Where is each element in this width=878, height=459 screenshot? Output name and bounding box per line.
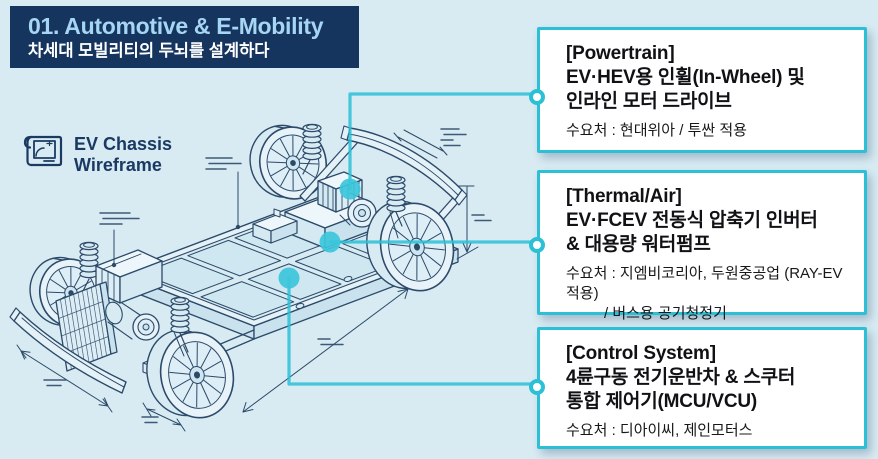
ev-chassis-wireframe-label: EV Chassis Wireframe bbox=[22, 133, 172, 176]
callout-demand: 수요처 : 지엠비코리아, 두원중공업 (RAY-EV 적용) bbox=[566, 265, 843, 302]
callout-demand: 수요처 : 디아이씨, 제인모터스 bbox=[566, 422, 753, 439]
chassis-linework bbox=[9, 92, 542, 432]
callout-title-line: EV·FCEV 전동식 압축기 인버터 bbox=[566, 210, 818, 231]
page-subtitle: 차세대 모빌리티의 두뇌를 설계하다 bbox=[28, 42, 270, 60]
callout-demand-line2: / 버스용 공기청정기 bbox=[604, 305, 727, 322]
ev-chassis-wireframe-text: EV Chassis Wireframe bbox=[74, 134, 172, 176]
callout-title-line: & 대용량 워터펌프 bbox=[566, 234, 711, 255]
callout-demand: 수요처 : 현대위아 / 투싼 적용 bbox=[566, 122, 747, 139]
callout-title-line: 인라인 모터 드라이브 bbox=[566, 91, 732, 112]
callout-control-system: [Control System] 4륜구동 전기운반차 & 스쿠터 통합 제어기… bbox=[529, 327, 867, 449]
callout-powertrain: [Powertrain] EV·HEV용 인휠(In-Wheel) 및 인라인 … bbox=[529, 27, 867, 153]
label-line-2: Wireframe bbox=[74, 154, 162, 175]
connector-ring-thermal-air bbox=[529, 237, 545, 253]
header-section: 01. Automotive & E-Mobility 차세대 모빌리티의 두뇌… bbox=[10, 6, 359, 68]
callout-title-line: 통합 제어기(MCU/VCU) bbox=[566, 391, 757, 412]
blueprint-icon bbox=[22, 133, 66, 176]
callout-category: [Powertrain] bbox=[566, 43, 675, 64]
callout-category: [Control System] bbox=[566, 343, 716, 364]
connector-dot-control-system bbox=[278, 267, 300, 289]
connector-dot-powertrain bbox=[339, 178, 361, 200]
page-title: 01. Automotive & E-Mobility bbox=[28, 13, 324, 39]
callout-thermal-air: [Thermal/Air] EV·FCEV 전동식 압축기 인버터 & 대용량 … bbox=[529, 170, 867, 322]
callout-category: [Thermal/Air] bbox=[566, 186, 682, 207]
connector-ring-powertrain bbox=[529, 89, 545, 105]
connector-dot-thermal-air bbox=[319, 231, 341, 253]
connector-lines bbox=[278, 92, 542, 386]
callout-title-line: EV·HEV용 인휠(In-Wheel) 및 bbox=[566, 67, 805, 88]
callout-title-line: 4륜구동 전기운반차 & 스쿠터 bbox=[566, 367, 796, 388]
label-line-1: EV Chassis bbox=[74, 133, 173, 154]
connector-ring-control-system bbox=[529, 379, 545, 395]
